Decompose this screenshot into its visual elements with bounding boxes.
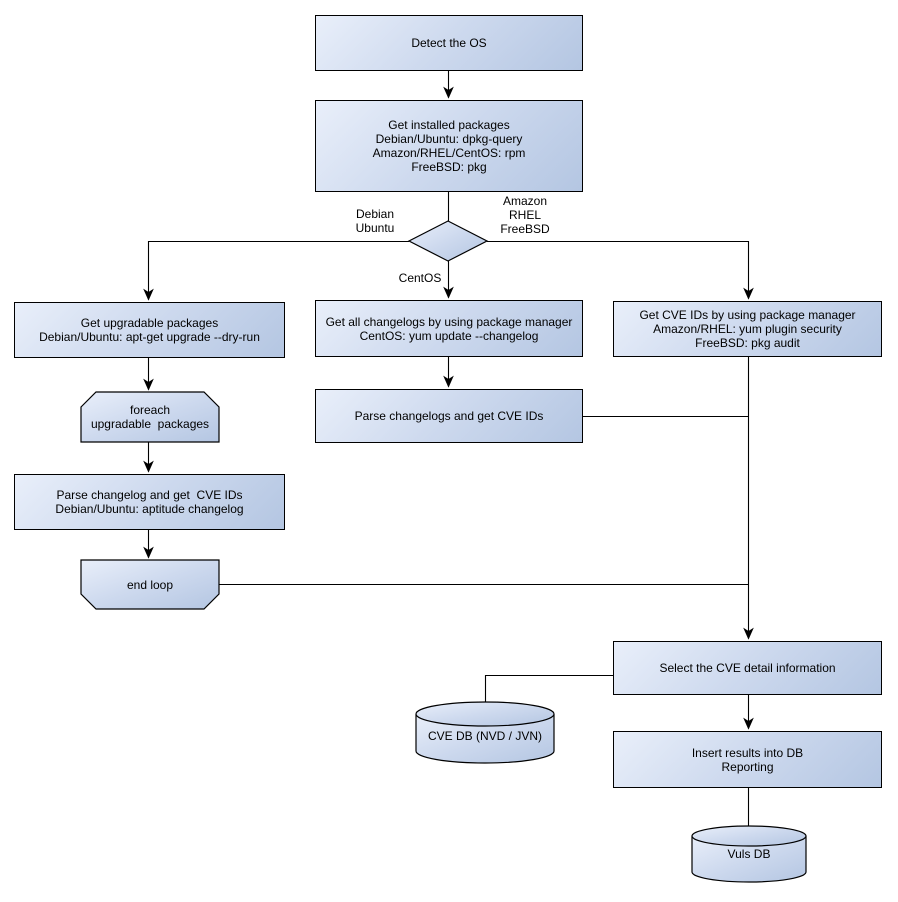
node-select-cve-detail: Select the CVE detail information (613, 641, 882, 695)
edge-label-debian-ubuntu: Debian Ubuntu (355, 207, 395, 235)
node-get-all-changelogs: Get all changelogs by using package mana… (315, 300, 583, 357)
node-get-installed-packages: Get installed packages Debian/Ubuntu: dp… (315, 100, 583, 192)
node-parse-changelog: Parse changelog and get CVE IDs Debian/U… (14, 474, 285, 530)
foreach-loop-start-shape (80, 391, 220, 443)
end-loop-shape (80, 559, 220, 610)
os-decision-diamond (407, 220, 489, 262)
cve-db-cylinder (415, 701, 555, 764)
node-get-cve-ids: Get CVE IDs by using package manager Ama… (613, 301, 882, 357)
node-insert-results: Insert results into DB Reporting (613, 731, 882, 788)
node-parse-changelogs: Parse changelogs and get CVE IDs (315, 389, 583, 443)
connector-decision-to-upgradable (143, 240, 409, 301)
node-detect-os: Detect the OS (315, 15, 583, 71)
connector-select-to-cvedb (484, 674, 613, 703)
edge-label-amazon-rhel-freebsd: Amazon RHEL FreeBSD (500, 194, 550, 236)
connector-decision-to-getcveids (487, 240, 754, 300)
edge-label-centos: CentOS (398, 271, 442, 285)
vuls-db-cylinder (691, 825, 807, 883)
node-get-upgradable-packages: Get upgradable packages Debian/Ubuntu: a… (14, 302, 285, 358)
